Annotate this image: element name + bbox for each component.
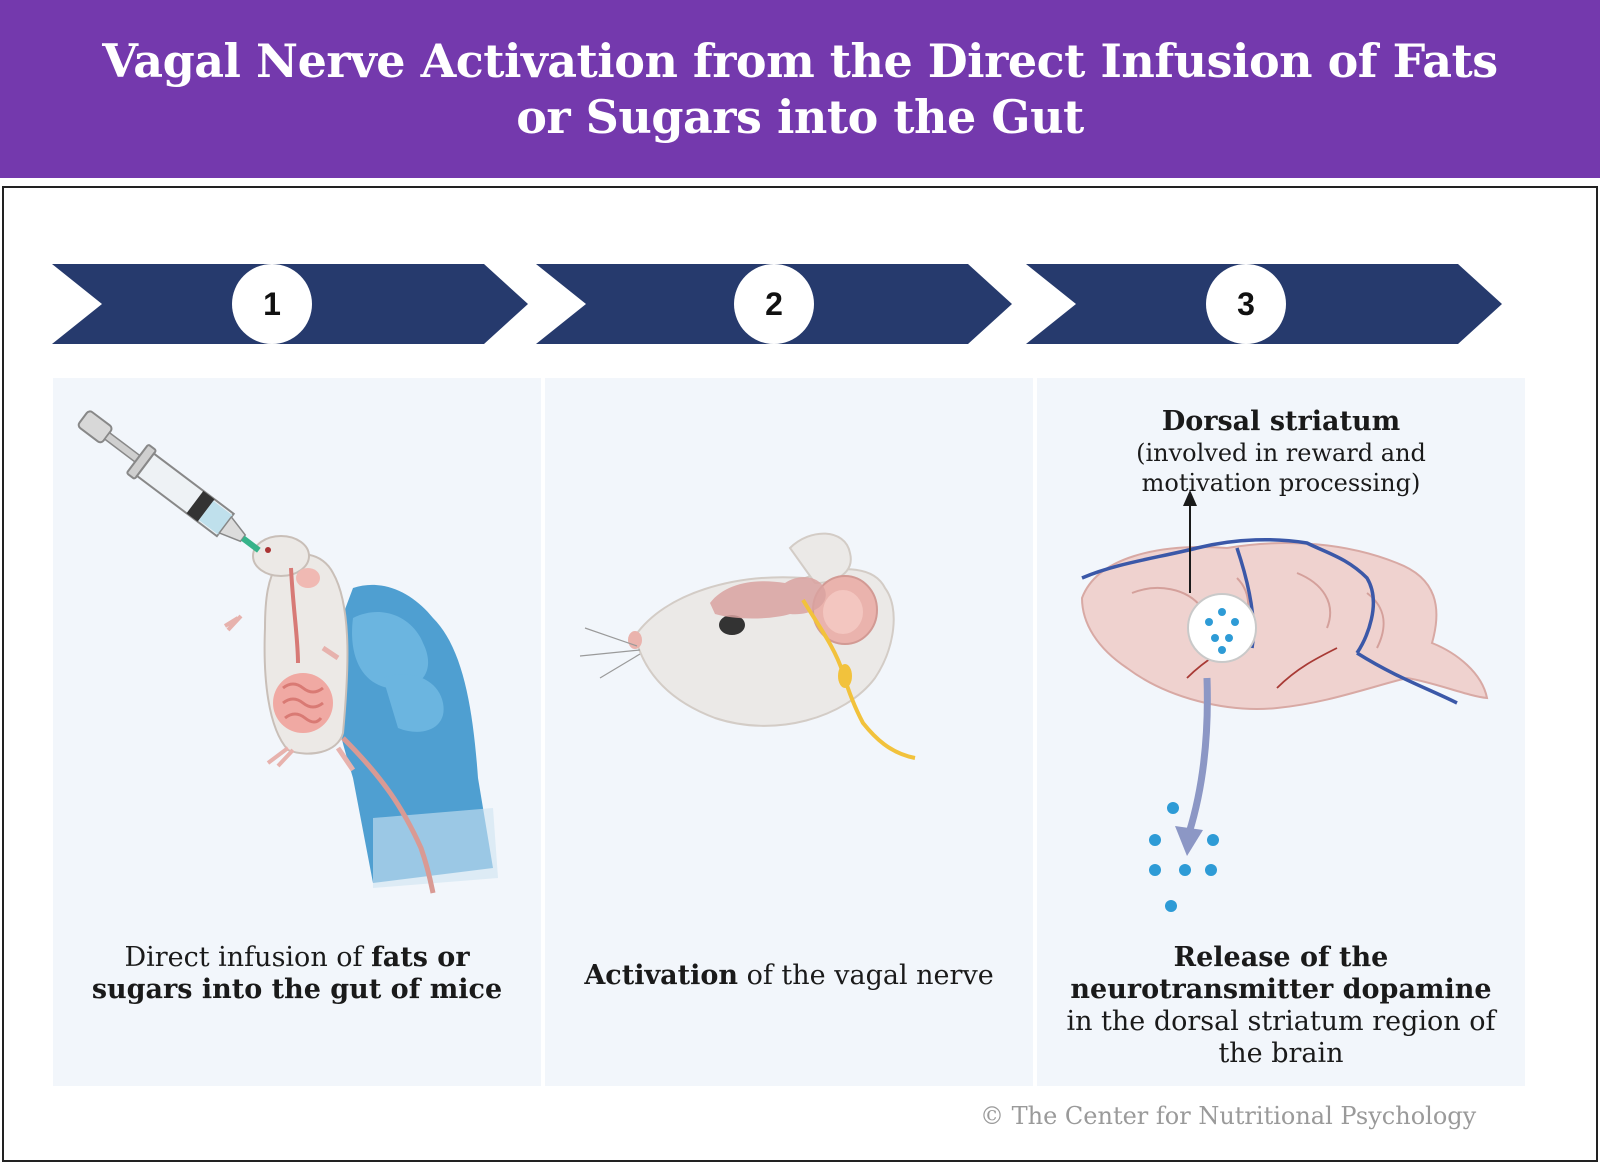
mouse-head-icon	[579, 532, 895, 727]
mouse-icon	[223, 535, 436, 894]
step-3-number: 3	[1206, 264, 1286, 344]
caption-text: Direct infusion of	[124, 942, 372, 973]
caption-emphasis: Release of the neurotransmitter dopamine	[1070, 942, 1492, 1005]
step-2-number: 2	[734, 264, 814, 344]
pointer-arrowhead	[1183, 490, 1197, 506]
dorsal-striatum-title: Dorsal striatum	[1161, 406, 1401, 437]
panel-step-2: Activation of the vagal nerve	[545, 378, 1033, 1086]
dorsal-striatum-label: Dorsal striatum (involved in reward and …	[1077, 406, 1485, 498]
step-2-caption: Activation of the vagal nerve	[565, 960, 1013, 992]
step-3-caption: Release of the neurotransmitter dopamine…	[1057, 942, 1505, 1070]
page-title: Vagal Nerve Activation from the Direct I…	[102, 34, 1498, 144]
vagal-nerve-icon	[801, 598, 916, 760]
panel-step-3: Dorsal striatum (involved in reward and …	[1037, 378, 1525, 1086]
striatum-zoom-icon	[1187, 593, 1257, 663]
gloved-hand-icon	[331, 584, 498, 888]
brain-icon	[1080, 538, 1489, 710]
panel-step-1: Direct infusion of fats or sugars into t…	[53, 378, 541, 1086]
dorsal-striatum-subtitle-2: motivation processing)	[1141, 469, 1421, 497]
step-1-caption: Direct infusion of fats or sugars into t…	[73, 942, 521, 1006]
dorsal-striatum-subtitle-1: (involved in reward and	[1136, 439, 1426, 467]
syringe-icon	[77, 410, 261, 553]
caption-emphasis: fats or sugars into the gut of mice	[91, 942, 503, 1005]
step-1-number: 1	[232, 264, 312, 344]
header-banner: Vagal Nerve Activation from the Direct I…	[0, 0, 1600, 178]
arrow-icon	[1175, 677, 1211, 856]
copyright-text: © The Center for Nutritional Psychology	[980, 1102, 1477, 1130]
dopamine-molecule-icon	[1149, 802, 1219, 912]
caption-emphasis: Activation	[584, 960, 738, 991]
caption-text: of the vagal nerve	[738, 960, 994, 991]
caption-text: in the dorsal striatum region of the bra…	[1066, 1006, 1496, 1069]
